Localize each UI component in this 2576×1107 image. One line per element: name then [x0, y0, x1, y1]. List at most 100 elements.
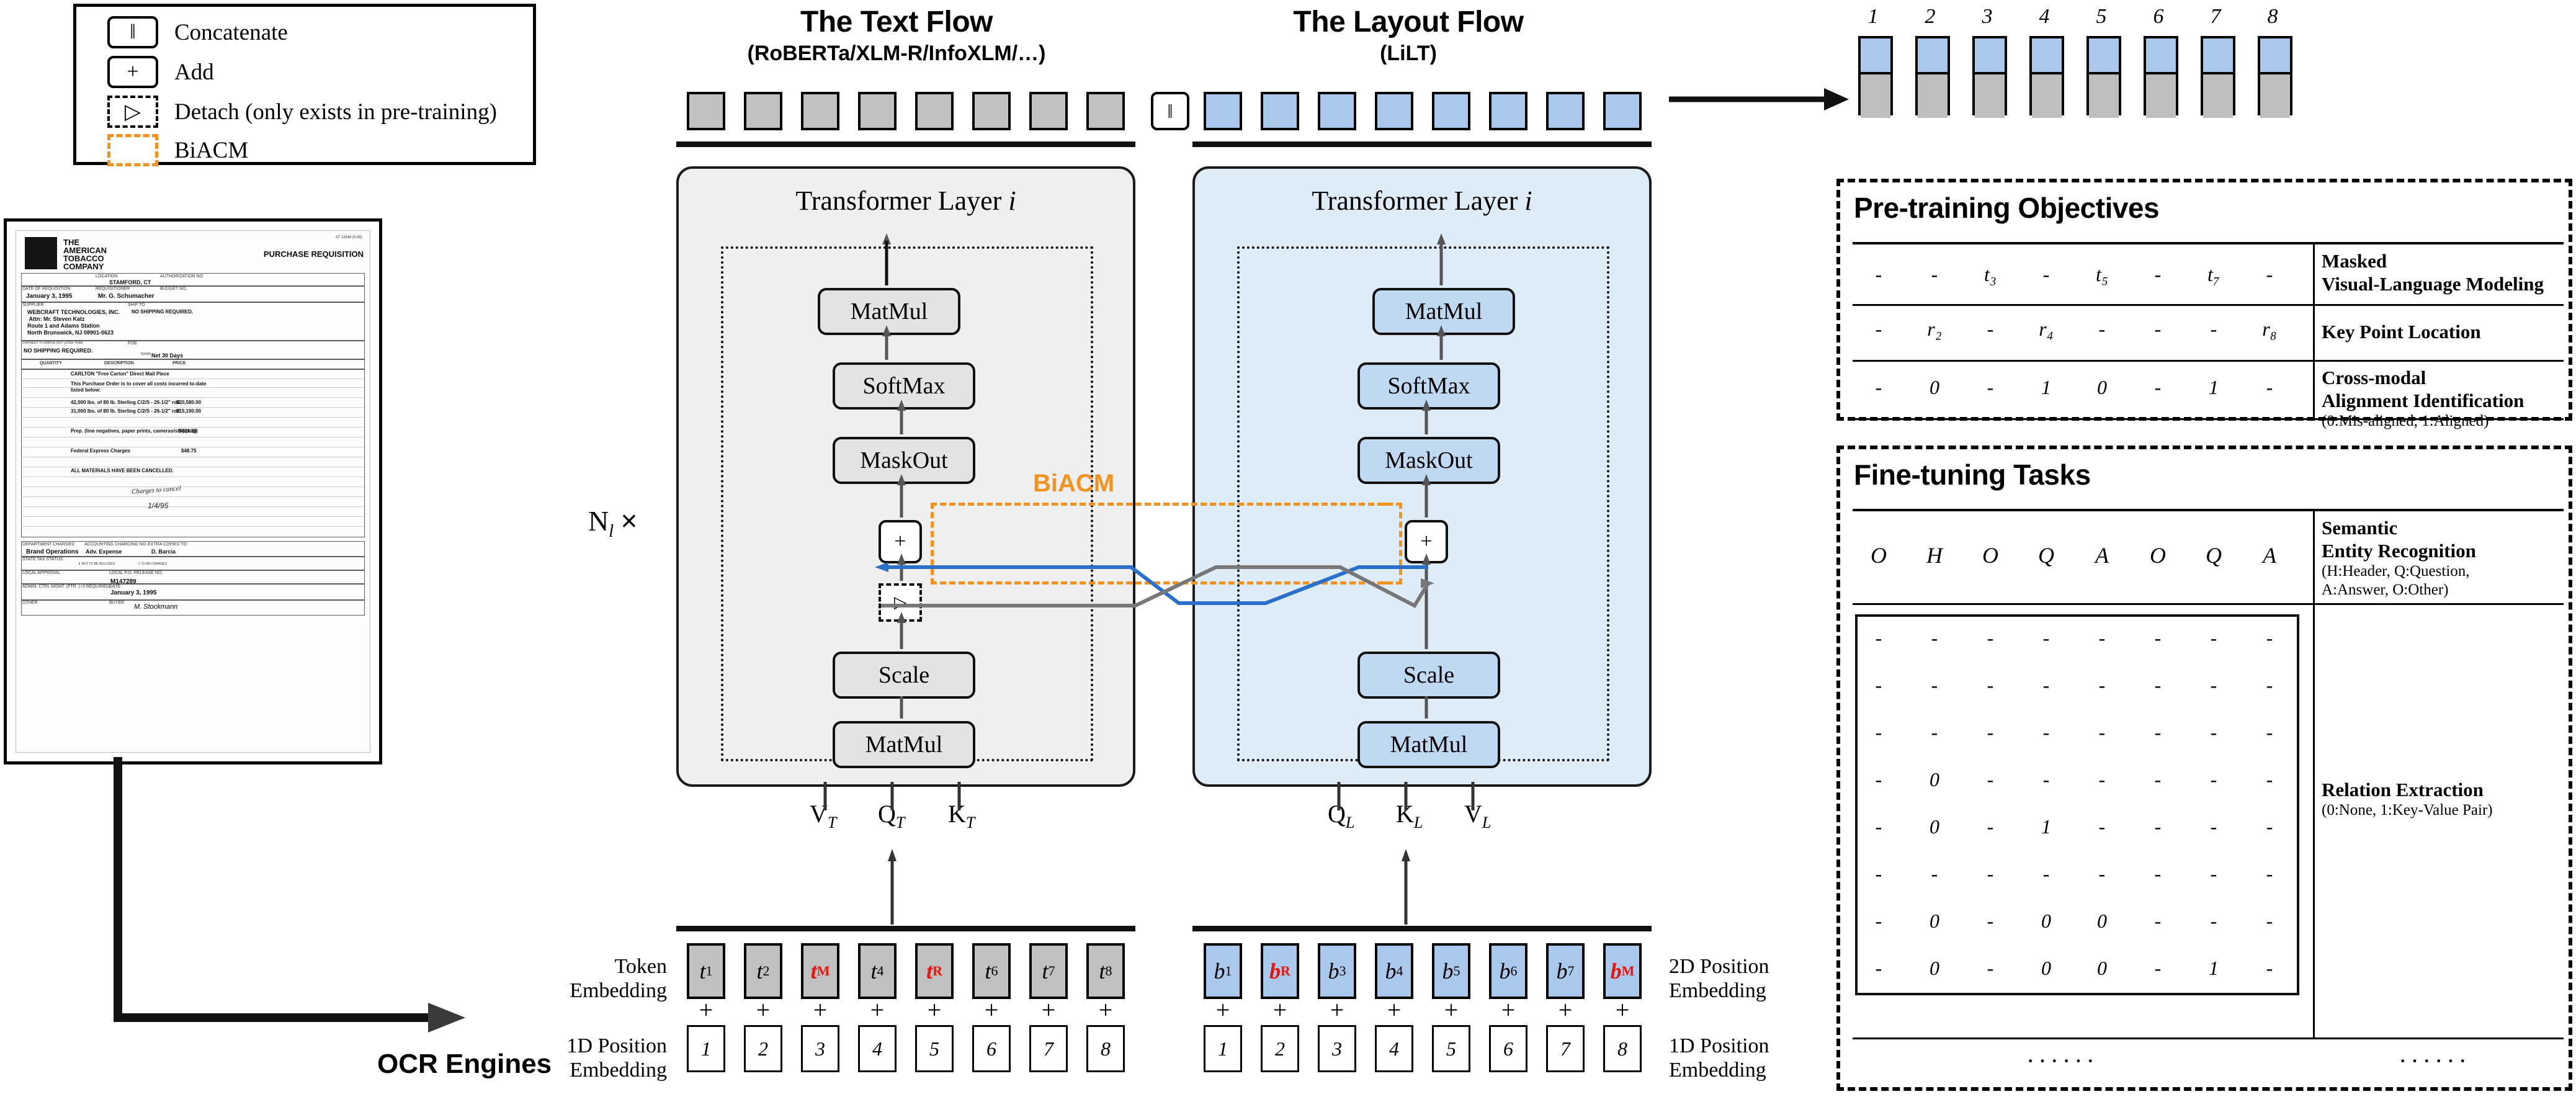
- pos-embedding-left-2: 2: [744, 1025, 782, 1072]
- layout-input-k: KL: [1396, 800, 1423, 831]
- text-token-square-1: [687, 92, 725, 130]
- pretraining-cell-r1-c5: -: [2154, 318, 2162, 340]
- doc-footer-row-1: [21, 541, 365, 557]
- pretraining-cell-r0-c6: t₇: [2207, 263, 2220, 285]
- text-input-bar: [676, 926, 1135, 931]
- layout-token-square-3: [1318, 92, 1356, 130]
- re-cell-r5-c0: -: [1875, 863, 1882, 885]
- ser-cell-6: Q: [2206, 543, 2222, 568]
- layout-token-square-7: [1546, 92, 1585, 130]
- re-cell-r4-c6: -: [2210, 815, 2217, 838]
- re-cell-r0-c3: -: [2042, 627, 2050, 649]
- doc-footer-row-5: [21, 599, 365, 616]
- output-index-2: 2: [1925, 5, 1936, 28]
- re-cell-r4-c4: -: [2098, 815, 2106, 838]
- pos-embedding-right-6: 6: [1489, 1025, 1527, 1072]
- re-cell-r4-c2: -: [1987, 815, 1994, 838]
- ser-cell-0: O: [1871, 543, 1887, 568]
- layout-flow-title: The Layout Flow: [1293, 6, 1524, 38]
- ser-cell-3: Q: [2038, 543, 2054, 568]
- doc-label-po: LOCAL P.O. RELEASE NO.: [109, 571, 163, 575]
- ellipsis-left: ······: [2026, 1047, 2098, 1075]
- pos-embedding-right-1: 1: [1204, 1025, 1242, 1072]
- doc-label-shipto: SHIP TO: [128, 303, 145, 307]
- text-token-square-3: [801, 92, 839, 130]
- token-plus-4: +: [870, 996, 885, 1024]
- pretraining-cell-r0-c2: t₃: [1983, 263, 1997, 285]
- detach-node: ▷: [879, 583, 922, 622]
- pretraining-cell-r2-c1: 0: [1930, 376, 1939, 398]
- doc-check-2: ☐ TO BE CHARGED: [138, 562, 168, 566]
- doc-label-auth: AUTHORIZATION NO.: [160, 274, 205, 279]
- re-cell-r5-c2: -: [1987, 863, 1994, 885]
- layout-plus-1: +: [1215, 996, 1230, 1024]
- layout-token-square-1: [1204, 92, 1242, 130]
- pretraining-cell-r2-c3: 1: [2041, 376, 2051, 398]
- text-token-square-6: [972, 92, 1011, 130]
- doc-label-budget: BUDGET NO.: [160, 287, 187, 291]
- re-cell-r7-c0: -: [1875, 957, 1882, 979]
- re-note: (0:None, 1:Key-Value Pair): [2322, 802, 2493, 819]
- doc-label-extra: EXTRA COPIES TO:: [148, 542, 188, 547]
- doc-row-supplier: [21, 302, 365, 341]
- pos-embedding-left-8: 8: [1086, 1025, 1125, 1072]
- output-bar-5: [2086, 36, 2121, 118]
- doc-value-acct: Adv. Expense: [86, 549, 122, 555]
- layer-repeat-label: Nl ×: [588, 504, 637, 542]
- token-plus-3: +: [813, 996, 828, 1024]
- layout-plus-3: +: [1330, 996, 1344, 1024]
- ellipsis-right: ······: [2399, 1047, 2471, 1075]
- layout-plus-5: +: [1444, 996, 1459, 1024]
- legend-item-detach: ▷ Detach (only exists in pre-training): [107, 94, 497, 130]
- pretraining-cell-r2-c4: 0: [2097, 376, 2107, 398]
- legend-label-biacm: BiACM: [174, 137, 249, 163]
- pos-embedding-right-2: 2: [1261, 1025, 1299, 1072]
- doc-footer-row-4: [21, 583, 365, 601]
- layout-plus-6: +: [1501, 996, 1516, 1024]
- re-cell-r6-c3: 0: [2041, 910, 2051, 932]
- ser-cell-5: O: [2150, 543, 2166, 568]
- text-input-q: QT: [878, 800, 905, 831]
- re-cell-r7-c1: 0: [1930, 957, 1939, 979]
- doc-row-1-desc: This Purchase Order is to cover all cost…: [71, 381, 207, 393]
- ser-note: (H:Header, Q:Question, A:Answer, O:Other…: [2322, 563, 2470, 599]
- re-cell-r3-c0: -: [1875, 768, 1882, 791]
- repeat-n: N: [588, 505, 609, 537]
- pretraining-cell-r1-c4: -: [2098, 318, 2106, 340]
- re-cell-r7-c6: 1: [2209, 957, 2219, 979]
- detach-icon: ▷: [107, 96, 158, 128]
- concatenate-icon: ‖: [107, 16, 158, 48]
- text-bus-bar: [676, 141, 1135, 147]
- output-index-3: 3: [1982, 5, 1993, 28]
- doc-label-other: OTHER: [22, 601, 38, 605]
- output-bar-3: [1972, 36, 2007, 118]
- re-cell-r2-c1: -: [1931, 721, 1938, 743]
- re-cell-r4-c1: 0: [1930, 815, 1939, 838]
- add-icon: +: [107, 56, 158, 88]
- re-cell-r2-c6: -: [2210, 721, 2217, 743]
- pos-embedding-left-4: 4: [858, 1025, 897, 1072]
- doc-row-3-price: $15,190.00: [176, 408, 202, 414]
- text-op-scale: Scale: [833, 652, 975, 699]
- re-cell-r6-c6: -: [2210, 910, 2217, 932]
- token-plus-2: +: [756, 996, 771, 1024]
- text-add-node: +: [879, 520, 922, 563]
- pos-embedding-left-1: 1: [687, 1025, 725, 1072]
- re-cell-r6-c1: 0: [1930, 910, 1939, 932]
- pretraining-cell-r0-c7: -: [2266, 263, 2273, 285]
- doc-row-date: [21, 285, 365, 303]
- output-index-4: 4: [2039, 5, 2050, 28]
- doc-footer-row-2: [21, 556, 365, 571]
- layout-transformer-panel: Transformer Layer i MatMul SoftMax MaskO…: [1192, 166, 1652, 787]
